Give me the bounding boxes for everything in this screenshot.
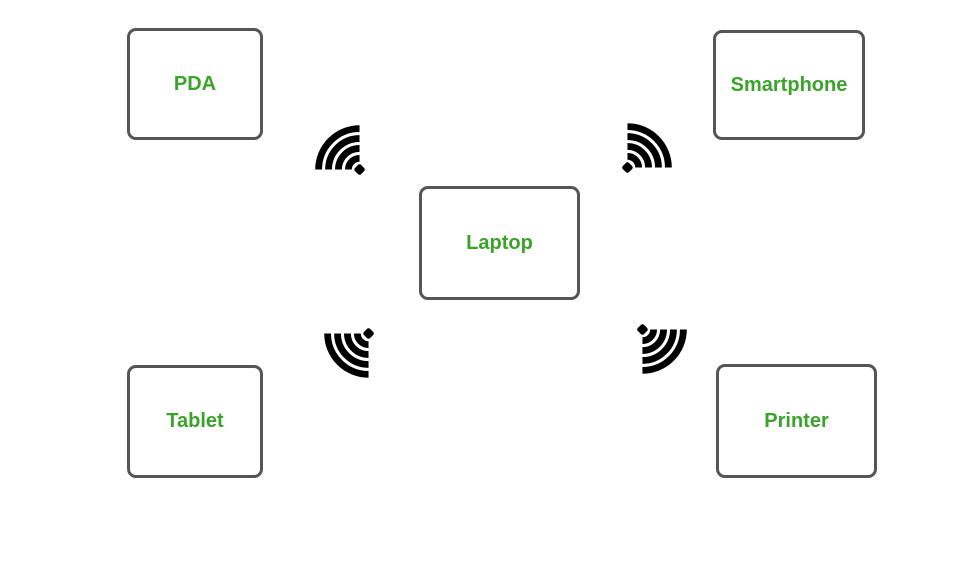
node-printer[interactable]: Printer	[716, 364, 877, 478]
node-printer-label: Printer	[764, 409, 829, 432]
node-pda-label: PDA	[173, 72, 217, 95]
node-laptop[interactable]: Laptop	[419, 186, 580, 300]
node-tablet-label: Tablet	[166, 410, 224, 432]
wifi-signal-icon-to-tablet	[307, 307, 395, 395]
node-smartphone-label: Smartphone	[730, 73, 848, 96]
wifi-signal-icon-to-pda	[298, 108, 386, 196]
node-laptop-label: Laptop	[466, 231, 533, 254]
node-pda[interactable]: PDA	[127, 28, 263, 140]
node-tablet[interactable]: Tablet	[127, 365, 263, 478]
wifi-signal-icon-to-smartphone	[601, 106, 689, 194]
node-smartphone[interactable]: Smartphone	[713, 30, 865, 140]
wifi-signal-icon-to-printer	[616, 303, 704, 391]
